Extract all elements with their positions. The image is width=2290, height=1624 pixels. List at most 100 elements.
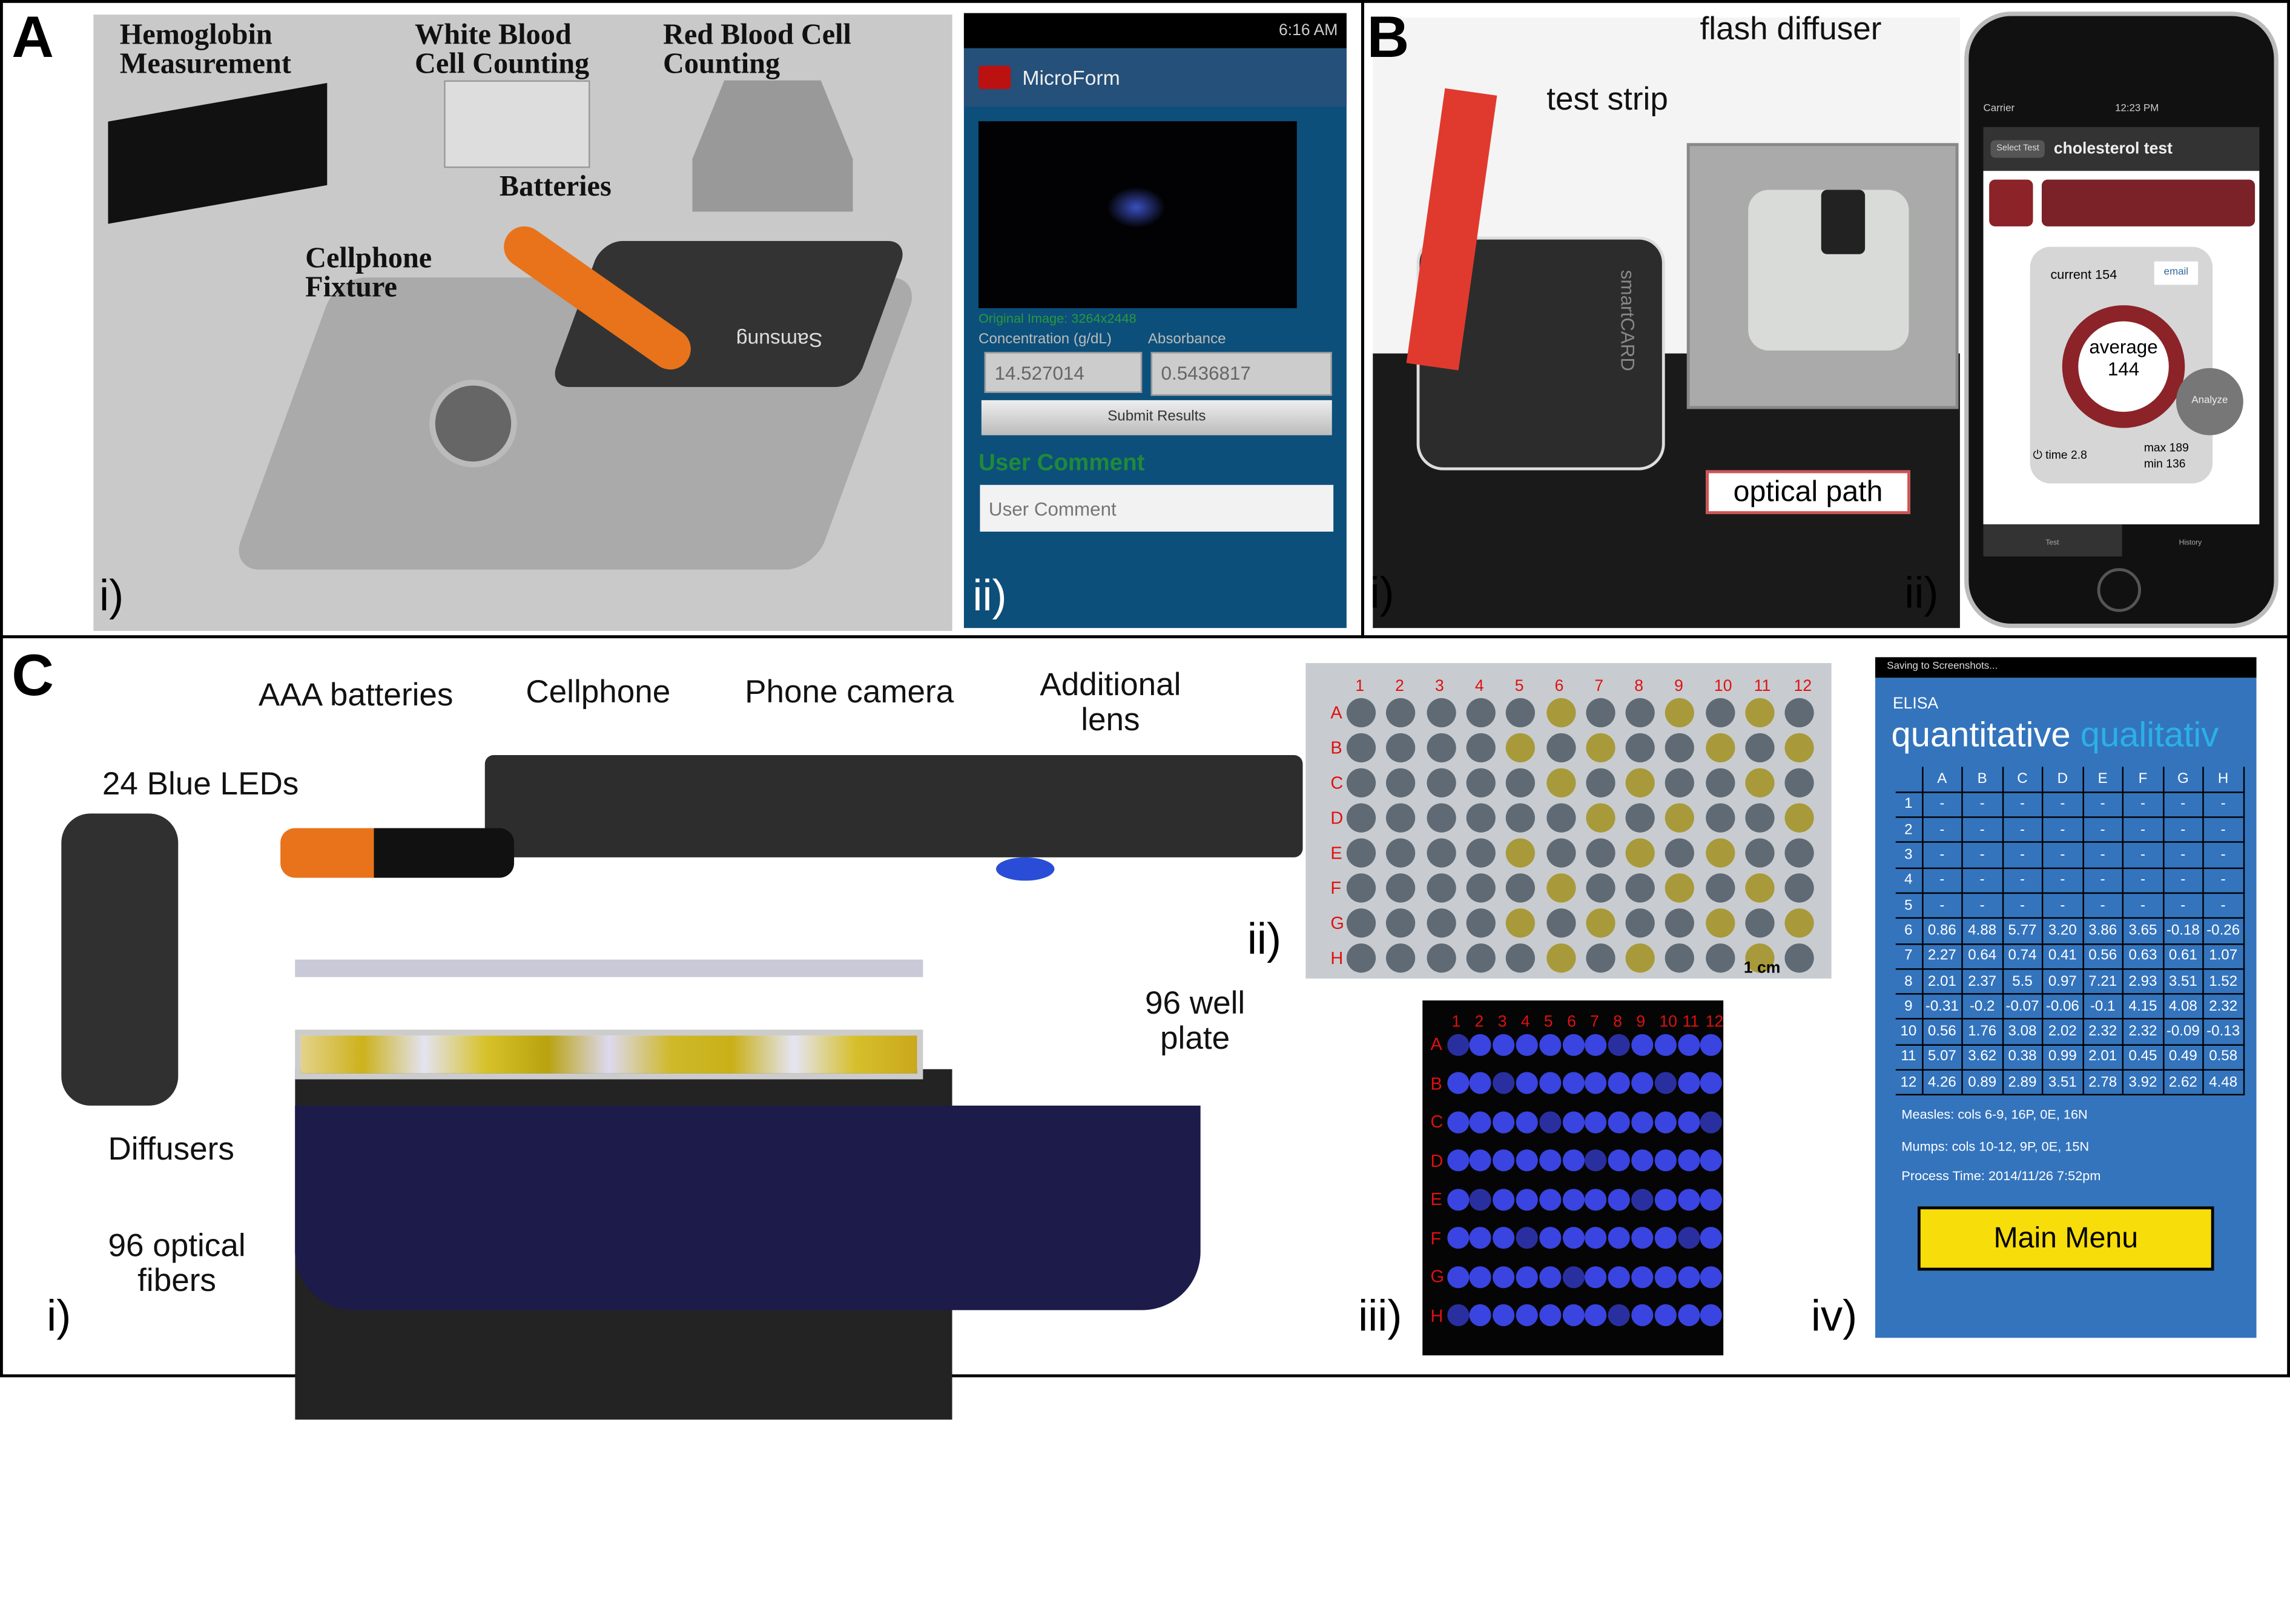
well (1631, 1033, 1654, 1055)
blue-leds-label: 24 Blue LEDs (102, 765, 299, 802)
app-title: MicroForm (1022, 65, 1120, 90)
table-row: 1-------- (1895, 791, 2245, 818)
well (1785, 698, 1815, 728)
table-cell: - (1961, 791, 2004, 818)
well (1426, 803, 1456, 833)
well (1346, 698, 1376, 728)
table-cell: 2.32 (2202, 993, 2245, 1020)
user-comment-input[interactable] (980, 484, 1334, 532)
well (1470, 1111, 1492, 1133)
table-cell: 3.92 (2122, 1069, 2164, 1096)
well (1745, 698, 1775, 728)
table-cell: 0.97 (2041, 968, 2084, 995)
table-cell: 3.08 (2001, 1018, 2044, 1046)
main-menu-button[interactable]: Main Menu (1917, 1206, 2214, 1271)
table-cell: 0.58 (2202, 1043, 2245, 1071)
analyze-button[interactable]: Analyze (2176, 368, 2243, 435)
well (1539, 1227, 1561, 1249)
well (1585, 1265, 1607, 1288)
well (1665, 838, 1695, 868)
test-strip-label: test strip (1546, 80, 1668, 117)
well (1654, 1227, 1677, 1249)
well (1539, 1149, 1561, 1172)
plate-column-label: 1 (1451, 1012, 1461, 1031)
column-header: B (1961, 767, 2004, 793)
well (1677, 1265, 1700, 1288)
diffuser (295, 959, 923, 977)
app-title: ELISA (1892, 695, 1939, 713)
aaa-batteries-label: AAA batteries (258, 676, 454, 713)
hemoglobin-label: Hemoglobin Measurement (119, 19, 291, 81)
well (1677, 1072, 1700, 1094)
well (1466, 908, 1496, 938)
table-cell: 0.99 (2041, 1043, 2084, 1071)
well (1585, 908, 1615, 938)
table-cell: 3.20 (2041, 917, 2084, 945)
plate-column-label: 7 (1594, 678, 1604, 696)
table-cell: - (2122, 866, 2164, 894)
plate-column-label: 5 (1514, 678, 1524, 696)
concentration-field[interactable]: 14.527014 (984, 352, 1143, 393)
column-header: E (2082, 767, 2124, 793)
row-header: 2 (1895, 816, 1923, 843)
well (1785, 873, 1815, 903)
table-cell: -0.1 (2082, 993, 2124, 1020)
well (1470, 1072, 1492, 1094)
home-button[interactable] (2097, 568, 2141, 612)
table-cell: - (1921, 842, 1963, 869)
tab-test[interactable]: Test (1983, 524, 2122, 556)
table-cell: 1.52 (2202, 968, 2245, 995)
email-button[interactable]: email (2154, 261, 2199, 285)
plate-column-label: 7 (1590, 1012, 1599, 1031)
well (1608, 1265, 1631, 1288)
panel-b-label: B (1367, 5, 1410, 70)
well (1470, 1304, 1492, 1327)
table-cell: - (2162, 866, 2204, 894)
row-header: 8 (1895, 968, 1923, 995)
plate-column-label: 3 (1435, 678, 1444, 696)
tab-history[interactable]: History (2179, 539, 2202, 548)
select-test-button[interactable]: Select Test (1990, 140, 2045, 158)
row-header: 1 (1895, 791, 1923, 818)
plate-row-label: H (1330, 948, 1344, 969)
column-header: F (2122, 767, 2164, 793)
well (1625, 803, 1655, 833)
well (1700, 1033, 1723, 1055)
table-cell: - (2082, 791, 2124, 818)
batteries-label: Batteries (499, 171, 612, 203)
table-cell: - (2001, 892, 2044, 919)
well (1700, 1111, 1723, 1133)
plate-column-label: 2 (1395, 678, 1404, 696)
plate-column-label: 11 (1682, 1012, 1700, 1031)
well (1677, 1227, 1700, 1249)
tab-quantitative[interactable]: quantitative (1891, 715, 2071, 756)
plate-row-label: A (1330, 702, 1342, 723)
well (1785, 908, 1815, 938)
well (1608, 1033, 1631, 1055)
tab-qualitative[interactable]: qualitativ (2080, 715, 2219, 756)
table-cell: 2.93 (2122, 968, 2164, 995)
well (1447, 1265, 1469, 1288)
well (1506, 908, 1536, 938)
submit-results-button[interactable]: Submit Results (981, 400, 1332, 435)
reader-cutaway (61, 755, 1303, 1420)
column-header: C (2001, 767, 2044, 793)
well (1785, 733, 1815, 763)
table-cell: - (2122, 842, 2164, 869)
absorbance-field[interactable]: 0.5436817 (1150, 352, 1332, 396)
table-cell: 2.32 (2082, 1018, 2124, 1046)
table-cell: 2.37 (1961, 968, 2004, 995)
well (1546, 698, 1576, 728)
row-header: 4 (1895, 866, 1923, 894)
table-cell: - (2082, 816, 2124, 843)
clock: 6:16 AM (1279, 22, 1338, 40)
table-cell: -0.26 (2202, 917, 2245, 945)
table-cell: - (2041, 791, 2084, 818)
wbc-module (444, 80, 590, 168)
process-time: Process Time: 2014/11/26 7:52pm (1901, 1168, 2101, 1183)
well (1562, 1304, 1584, 1327)
well (1493, 1265, 1515, 1288)
